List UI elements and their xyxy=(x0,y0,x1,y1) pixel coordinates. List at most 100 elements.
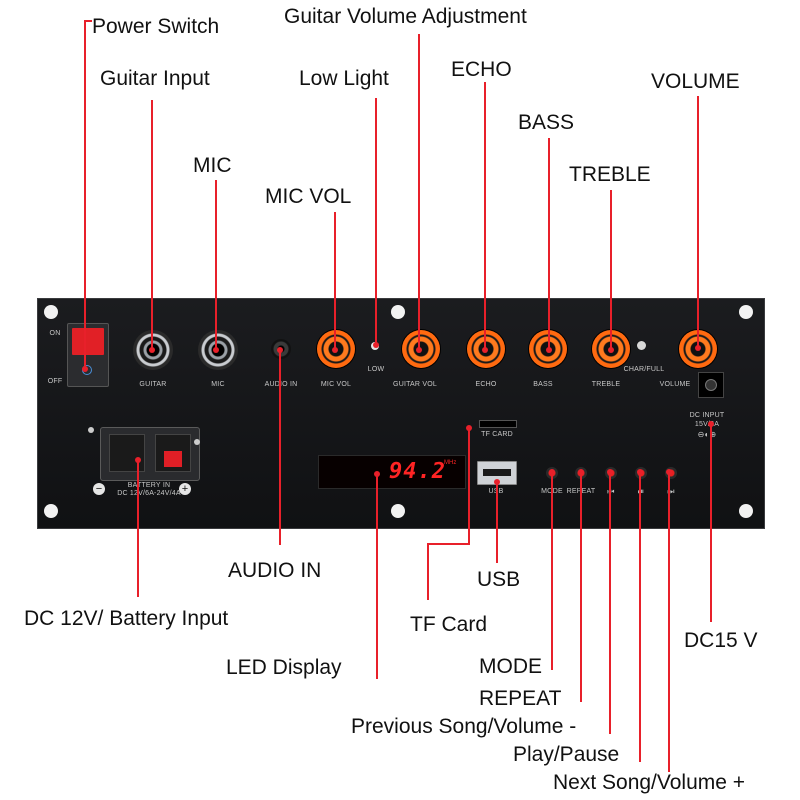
callout-guitar-volume: Guitar Volume Adjustment xyxy=(284,5,527,28)
screw-hole xyxy=(739,305,753,319)
on-label: ON xyxy=(49,330,61,337)
dc-polarity-icon: ⊖◐⊕ xyxy=(697,430,717,439)
screw-hole xyxy=(194,439,200,445)
mic-vol-label: MIC VOL xyxy=(320,381,352,388)
leader-dot xyxy=(666,469,672,475)
leader-dot xyxy=(213,347,219,353)
led-display-value: 94.2 xyxy=(389,459,446,484)
leader-dot xyxy=(373,342,379,348)
leader-dot xyxy=(549,469,555,475)
leader-line xyxy=(376,474,378,679)
guitar-jack-label: GUITAR xyxy=(139,381,167,388)
leader-line xyxy=(639,472,641,762)
leader-dot xyxy=(608,347,614,353)
leader-dot xyxy=(332,347,338,353)
leader-dot xyxy=(637,469,643,475)
leader-line xyxy=(84,20,86,369)
leader-dot xyxy=(607,469,613,475)
screw-hole xyxy=(44,504,58,518)
leader-dot xyxy=(494,479,500,485)
battery-rating-label: DC 12V/6A-24V/4A xyxy=(117,490,181,497)
leader-dot xyxy=(82,366,88,372)
battery-negative-terminal xyxy=(109,434,145,472)
leader-dot xyxy=(416,347,422,353)
battery-in-label: BATTERY IN xyxy=(127,482,171,489)
leader-dot xyxy=(135,457,141,463)
leader-dot xyxy=(277,347,283,353)
leader-line xyxy=(551,472,553,670)
amplifier-panel: ON OFF GUITAR MIC AUDIO IN MIC VOL LOW G… xyxy=(37,298,765,529)
callout-treble: TREBLE xyxy=(569,163,651,186)
leader-dot xyxy=(708,421,714,427)
charge-led xyxy=(637,341,646,350)
audio-in-label: AUDIO IN xyxy=(264,381,298,388)
leader-dot xyxy=(546,347,552,353)
screw-hole xyxy=(88,427,94,433)
leader-line xyxy=(215,180,217,350)
leader-line xyxy=(334,212,336,350)
leader-line xyxy=(580,472,582,702)
dc-input-label: DC INPUT xyxy=(689,412,725,419)
leader-dot xyxy=(466,425,472,431)
battery-positive-terminal xyxy=(155,434,191,472)
char-full-label: CHAR/FULL xyxy=(623,366,665,373)
leader-dot xyxy=(482,347,488,353)
volume-label: VOLUME xyxy=(659,381,691,388)
leader-line xyxy=(279,350,281,545)
leader-line xyxy=(609,472,611,734)
callout-power-switch: Power Switch xyxy=(92,15,220,38)
leader-line xyxy=(496,482,498,563)
led-display: 94.2 MHz xyxy=(318,455,466,489)
callout-play-pause: Play/Pause xyxy=(513,743,620,766)
leader-line xyxy=(610,190,612,350)
callout-low-light: Low Light xyxy=(299,67,389,90)
callout-repeat: REPEAT xyxy=(479,687,562,710)
leader-line xyxy=(84,20,92,22)
tf-card-slot[interactable] xyxy=(479,420,517,428)
leader-line xyxy=(427,543,429,600)
screw-hole xyxy=(391,305,405,319)
dc-input-jack[interactable] xyxy=(698,372,724,398)
next-icon: ⏭ xyxy=(667,487,675,496)
callout-volume: VOLUME xyxy=(651,70,740,93)
leader-line xyxy=(697,96,699,348)
callout-bass: BASS xyxy=(518,111,575,134)
callout-led-display: LED Display xyxy=(226,656,342,679)
minus-icon: − xyxy=(93,483,105,495)
dc-rating-label: 15V/2A xyxy=(694,421,720,428)
guitar-vol-label: GUITAR VOL xyxy=(393,381,437,388)
screw-hole xyxy=(391,504,405,518)
bass-label: BASS xyxy=(533,381,553,388)
leader-line xyxy=(710,424,712,622)
screw-hole xyxy=(739,504,753,518)
leader-line xyxy=(137,460,139,597)
tf-card-label: TF CARD xyxy=(481,431,513,438)
low-label: LOW xyxy=(367,366,385,373)
callout-guitar-input: Guitar Input xyxy=(100,67,210,90)
callout-dc-battery: DC 12V/ Battery Input xyxy=(24,607,229,630)
callout-next: Next Song/Volume + xyxy=(553,771,746,794)
led-display-unit: MHz xyxy=(444,460,457,466)
callout-previous: Previous Song/Volume - xyxy=(351,715,577,738)
leader-line xyxy=(151,100,153,350)
off-label: OFF xyxy=(47,378,63,385)
screw-hole xyxy=(44,305,58,319)
plus-icon: + xyxy=(179,483,191,495)
callout-mode: MODE xyxy=(479,655,542,678)
leader-dot xyxy=(374,471,380,477)
callout-mic: MIC xyxy=(193,154,232,177)
callout-tf-card: TF Card xyxy=(410,613,488,636)
callout-mic-vol: MIC VOL xyxy=(265,185,352,208)
power-switch-rocker xyxy=(72,328,104,355)
callout-dc15: DC15 V xyxy=(684,629,758,652)
callout-usb: USB xyxy=(477,568,521,591)
leader-line xyxy=(668,472,670,772)
power-switch[interactable] xyxy=(67,323,109,387)
treble-label: TREBLE xyxy=(591,381,621,388)
leader-dot xyxy=(695,345,701,351)
leader-line xyxy=(375,98,377,345)
leader-line xyxy=(418,34,420,350)
leader-line xyxy=(427,543,470,545)
battery-terminal[interactable] xyxy=(100,427,200,481)
callout-echo: ECHO xyxy=(451,58,512,81)
